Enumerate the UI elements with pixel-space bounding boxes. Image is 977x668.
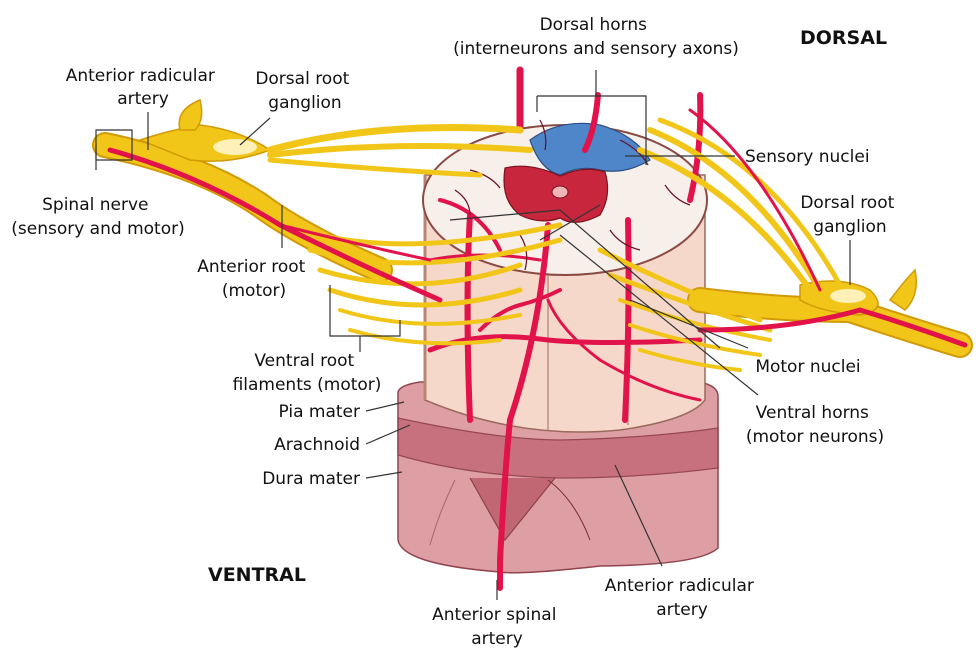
label-motor-nuclei: Motor nuclei: [755, 357, 860, 377]
label-dorsal-horns: Dorsal horns (interneurons and sensory a…: [453, 15, 739, 59]
label-dorsal-root-ganglion-right: Dorsal root ganglion: [800, 193, 899, 237]
label-dorsal-root-ganglion-left: Dorsal root ganglion: [255, 69, 354, 113]
dorsal-label: DORSAL: [800, 27, 887, 49]
label-ventral-horns: Ventral horns (motor neurons): [746, 403, 884, 447]
label-sensory-nuclei: Sensory nuclei: [745, 147, 870, 167]
label-anterior-radicular-artery-bottom: Anterior radicular artery: [605, 576, 760, 620]
label-anterior-root: Anterior root (motor): [197, 257, 311, 301]
label-pia-mater: Pia mater: [278, 402, 360, 422]
ventral-label: VENTRAL: [208, 564, 306, 586]
label-anterior-spinal-artery: Anterior spinal artery: [432, 605, 562, 649]
ganglion-highlight-left: [213, 139, 257, 155]
label-ventral-root-filaments: Ventral root filaments (motor): [233, 351, 382, 395]
label-dura-mater: Dura mater: [262, 469, 360, 489]
ganglion-highlight-right: [830, 289, 866, 303]
label-spinal-nerve: Spinal nerve (sensory and motor): [11, 195, 184, 239]
label-arachnoid: Arachnoid: [274, 435, 360, 455]
